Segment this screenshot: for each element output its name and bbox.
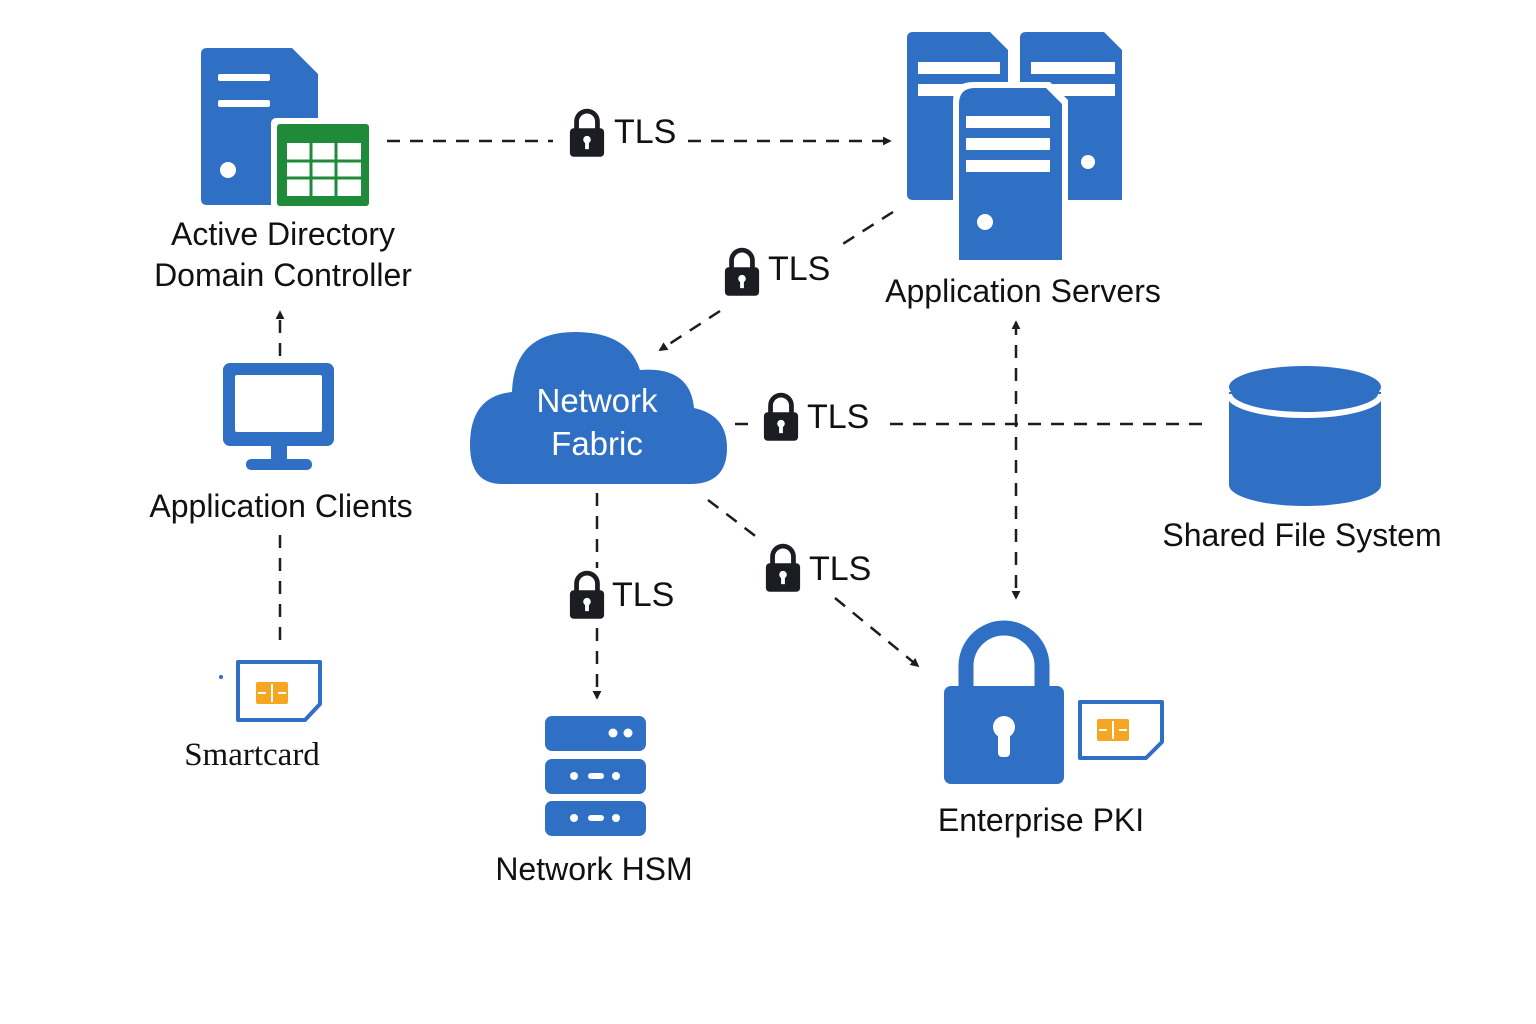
- padlock-smartcard-icon: [944, 620, 1164, 784]
- node-label-network-hsm: Network HSM: [495, 851, 693, 887]
- tls-label-ad-to-app-servers: TLS: [614, 113, 677, 151]
- node-label-application-clients: Application Clients: [149, 488, 413, 524]
- lock-icon: [766, 546, 800, 592]
- node-label-active-directory: Active Directory Domain Controller: [154, 216, 412, 293]
- lock-icon: [764, 395, 798, 441]
- link-app-servers-to-fabric-seg1: [837, 210, 894, 249]
- smartcard-icon: [219, 660, 322, 722]
- link-app-servers-to-fabric-seg2: [658, 309, 721, 352]
- node-label-network-fabric: Network Fabric: [536, 382, 658, 462]
- hsm-rack-icon: [545, 716, 646, 836]
- tls-label-fabric-to-pki: TLS: [809, 550, 872, 588]
- cloud-icon: [470, 332, 727, 484]
- lock-icon: [570, 111, 604, 157]
- tls-label-fabric-to-fs: TLS: [807, 398, 870, 436]
- connectors: [275, 136, 1212, 700]
- link-fabric-to-pki-seg1: [707, 499, 759, 539]
- database-icon: [1226, 366, 1384, 506]
- node-label-enterprise-pki: Enterprise PKI: [937, 802, 1145, 838]
- monitor-icon: [223, 363, 334, 470]
- tls-label-fabric-to-hsm: TLS: [612, 576, 675, 614]
- server-cluster-icon: [907, 32, 1122, 268]
- lock-icon: [570, 573, 604, 619]
- node-label-shared-file-system: Shared File System: [1162, 517, 1442, 553]
- tls-label-app-servers-to-fabric: TLS: [768, 250, 831, 288]
- server-spreadsheet-icon: [201, 48, 375, 210]
- link-fabric-to-pki-seg2: [834, 597, 920, 668]
- lock-icon: [725, 250, 759, 296]
- node-label-application-servers: Application Servers: [885, 273, 1161, 309]
- node-label-smartcard: Smartcard: [184, 737, 320, 773]
